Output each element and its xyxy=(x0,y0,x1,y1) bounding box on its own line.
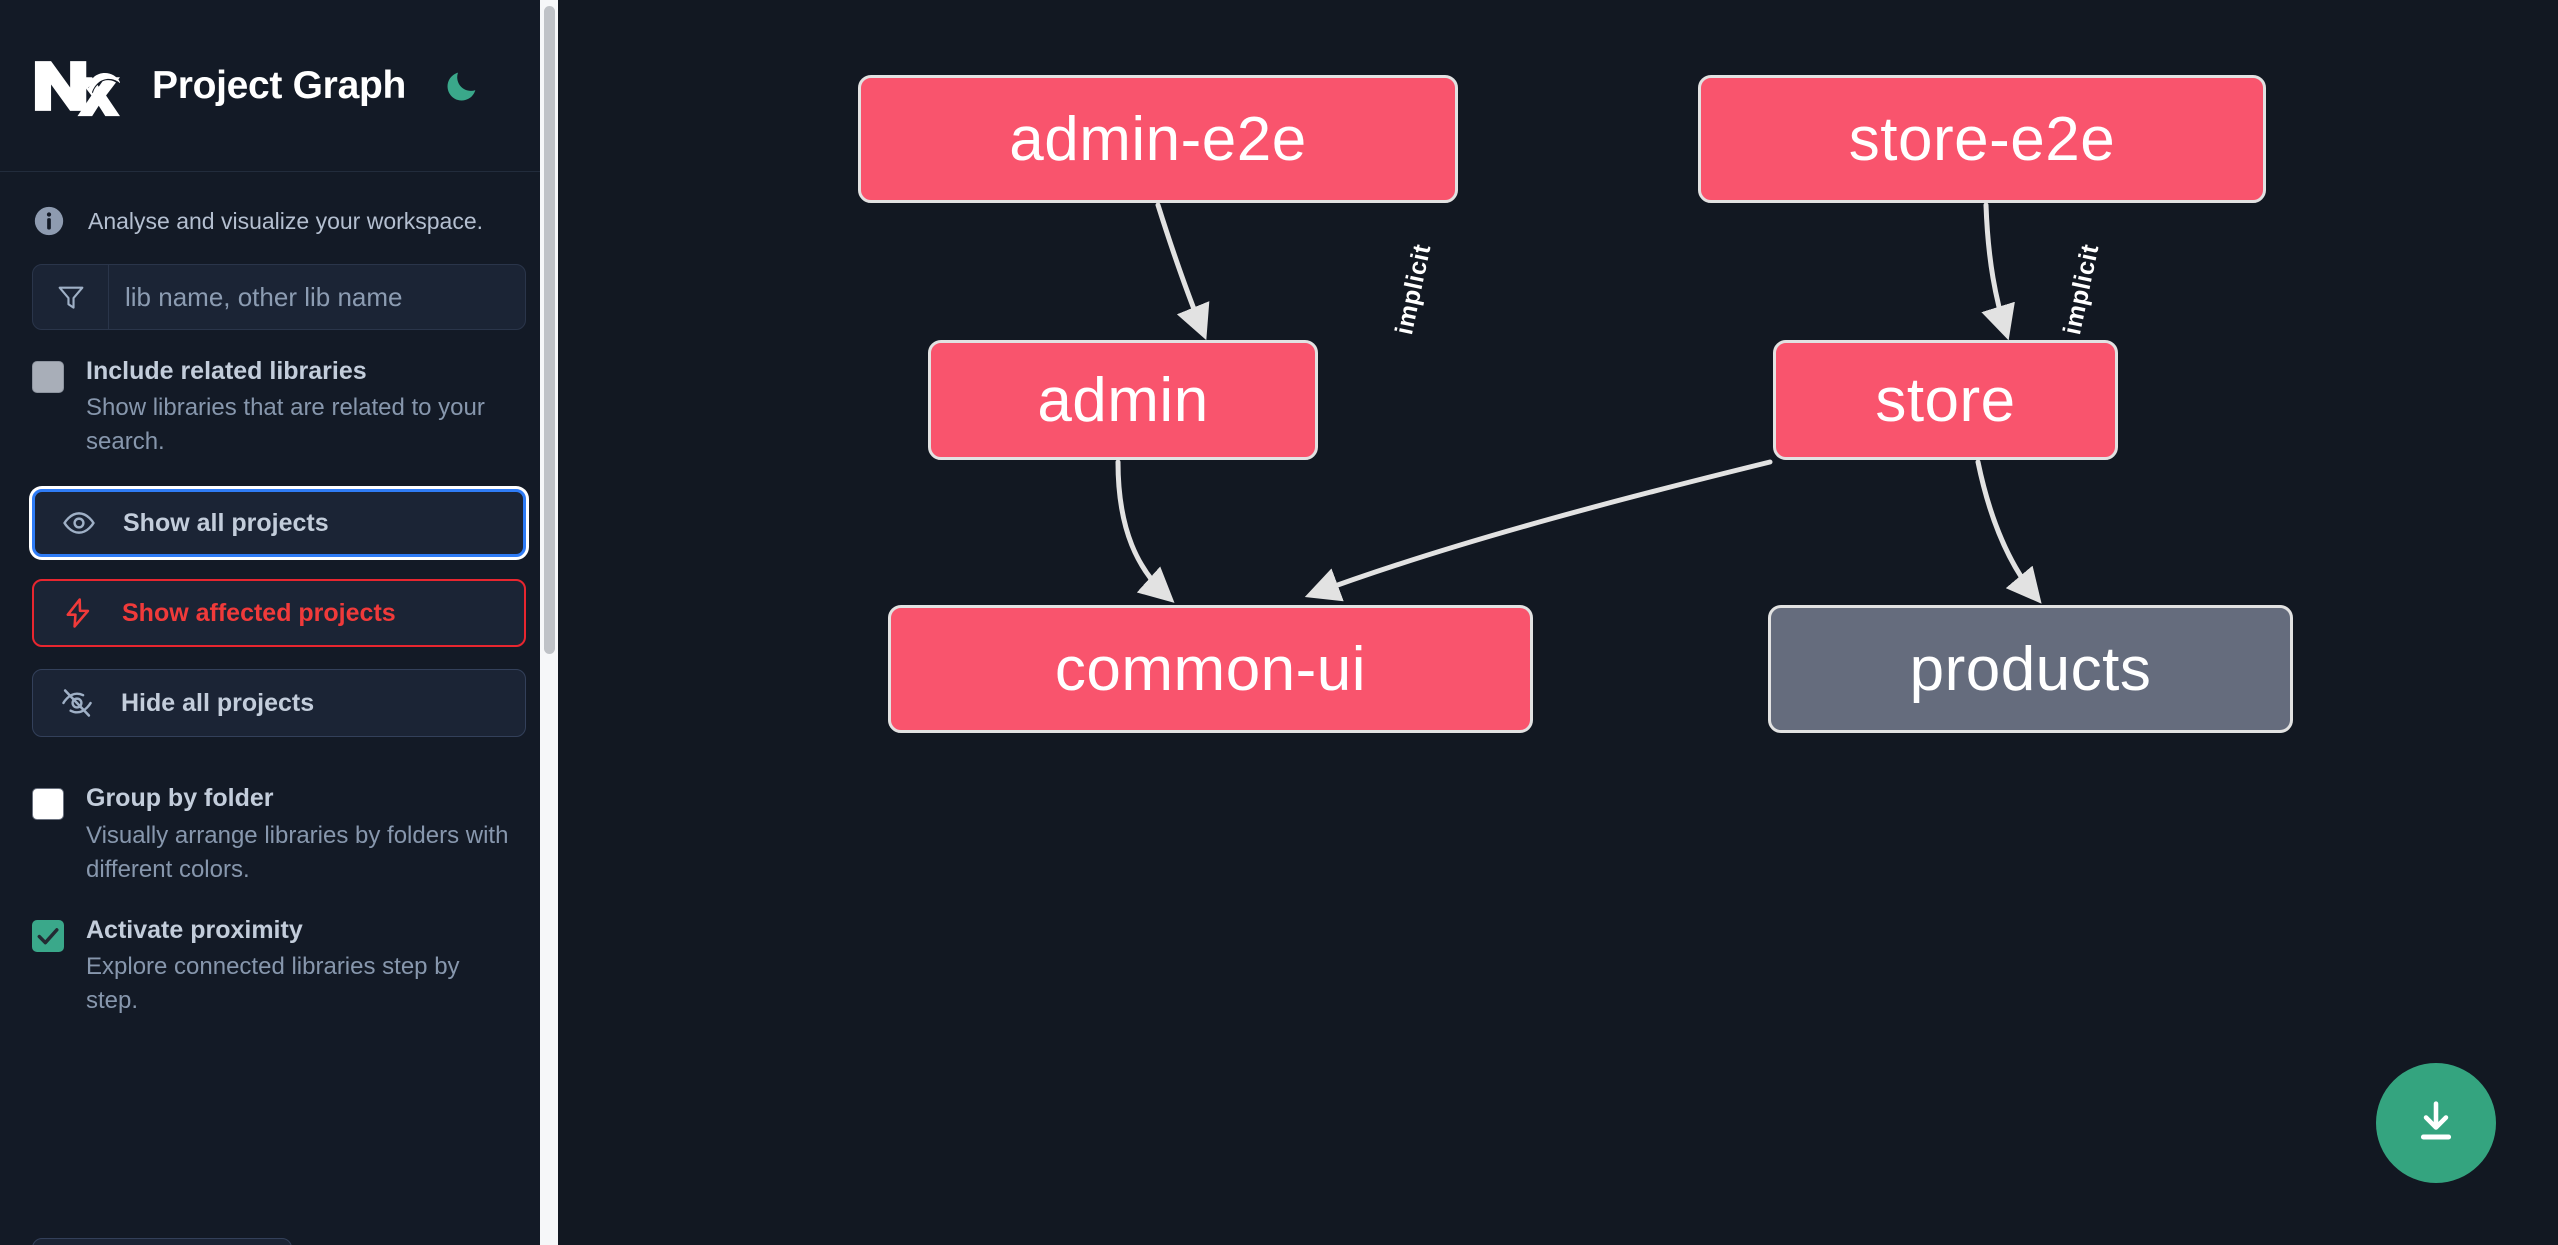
filter-section xyxy=(0,264,558,330)
edge-store-to-common-ui xyxy=(1304,459,1773,602)
sidebar-header: Project Graph xyxy=(0,0,558,172)
graph-node-admin[interactable]: admin xyxy=(928,340,1318,460)
activate-proximity-description: Explore connected libraries step by step… xyxy=(86,953,460,1015)
project-graph-canvas[interactable]: implicit implicit admin-e2e store-e2e ad… xyxy=(558,0,2558,1245)
node-label: store-e2e xyxy=(1848,104,2116,174)
eye-icon xyxy=(61,505,97,541)
graph-edges-layer xyxy=(1115,202,2042,604)
group-by-folder-description: Visually arrange libraries by folders wi… xyxy=(86,821,509,883)
page-title: Project Graph xyxy=(152,63,406,107)
lightning-bolt-icon xyxy=(60,595,96,631)
projects-button-group: Show all projects Show affected projects xyxy=(0,459,558,738)
graph-node-store[interactable]: store xyxy=(1773,340,2118,460)
include-related-libraries-checkbox[interactable] xyxy=(32,361,64,393)
activate-proximity-checkbox[interactable] xyxy=(32,919,64,952)
group-by-folder-checkbox[interactable] xyxy=(32,788,64,821)
filter-funnel-icon[interactable] xyxy=(33,265,109,329)
show-affected-projects-label: Show affected projects xyxy=(122,598,396,627)
subtitle-text: Analyse and visualize your workspace. xyxy=(88,207,484,234)
include-related-libraries-description: Show libraries that are related to your … xyxy=(86,394,485,456)
show-affected-projects-button[interactable]: Show affected projects xyxy=(32,579,526,648)
edge-admin-to-common-ui xyxy=(1115,459,1175,603)
node-label: store xyxy=(1875,365,2016,435)
hide-all-projects-label: Hide all projects xyxy=(121,688,315,717)
group-by-folder-label: Group by folder xyxy=(86,784,274,813)
activate-proximity-label: Activate proximity xyxy=(86,915,303,944)
info-circle-icon xyxy=(32,204,66,238)
edge-admin-e2e-to-admin xyxy=(1155,202,1210,341)
sidebar-bottom-partial-control[interactable] xyxy=(32,1238,292,1245)
graph-node-store-e2e[interactable]: store-e2e xyxy=(1698,75,2266,203)
moon-icon[interactable] xyxy=(440,64,484,108)
checkbox-row-activate-proximity[interactable]: Activate proximity Explore connected lib… xyxy=(0,887,558,1018)
node-label: common-ui xyxy=(1054,634,1367,704)
sidebar: Project Graph Analyse and visualize your… xyxy=(0,0,558,1245)
eye-off-icon xyxy=(59,685,95,721)
include-related-libraries-label: Include related libraries xyxy=(86,357,367,385)
workspace-subtitle: Analyse and visualize your workspace. xyxy=(0,172,558,264)
download-button[interactable] xyxy=(2376,1063,2496,1183)
sidebar-scrollbar-thumb[interactable] xyxy=(544,6,555,654)
show-all-projects-button[interactable]: Show all projects xyxy=(32,489,526,558)
checkbox-row-include-related-libraries[interactable]: Include related libraries Show libraries… xyxy=(0,330,558,459)
edge-store-to-products xyxy=(1975,459,2042,604)
graph-node-admin-e2e[interactable]: admin-e2e xyxy=(858,75,1458,203)
search-filter-box[interactable] xyxy=(32,264,526,330)
node-label: products xyxy=(1909,634,2152,704)
graph-node-products[interactable]: products xyxy=(1768,605,2293,733)
node-label: admin-e2e xyxy=(1009,104,1307,174)
download-icon xyxy=(2410,1095,2462,1152)
search-input[interactable] xyxy=(109,265,525,329)
hide-all-projects-button[interactable]: Hide all projects xyxy=(32,669,526,738)
show-all-projects-label: Show all projects xyxy=(123,508,329,537)
node-label: admin xyxy=(1037,365,1209,435)
graph-node-common-ui[interactable]: common-ui xyxy=(888,605,1533,733)
nx-logo-icon xyxy=(32,55,121,117)
edge-store-e2e-to-store xyxy=(1981,202,2015,341)
checkbox-row-group-by-folder[interactable]: Group by folder Visually arrange librari… xyxy=(0,759,558,886)
